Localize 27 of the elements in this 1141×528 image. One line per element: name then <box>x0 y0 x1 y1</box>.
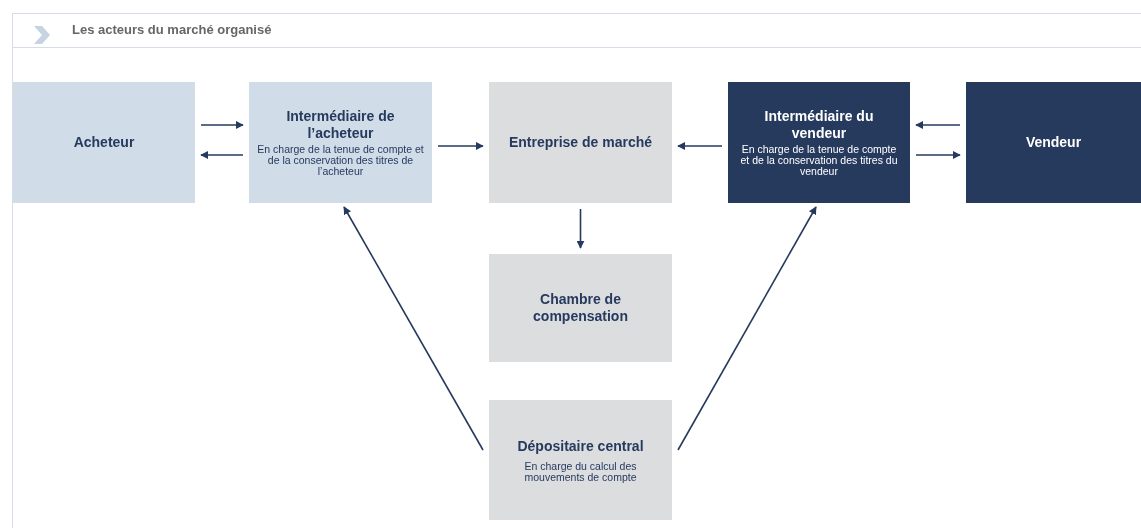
actor-description: En charge de la tenue de compte et de la conservation des titres du vendeur <box>739 144 899 177</box>
arrow <box>677 206 817 451</box>
actor-name: Acheteur <box>73 134 135 151</box>
actor-name: Entreprise de marché <box>508 134 653 151</box>
actor-name: Chambre de compensation <box>532 291 629 325</box>
actor-name: Intermédiaire de l’acheteur <box>285 108 396 142</box>
actor-name: Intermédiaire du vendeur <box>763 108 875 142</box>
actor-box <box>728 82 910 203</box>
arrow <box>437 142 484 150</box>
actor-box <box>249 82 432 203</box>
actor-description: En charge de la tenue de compte et de la conservation des titres de l’acheteur <box>257 144 424 177</box>
arrow <box>576 208 585 249</box>
actor-description: En charge du calcul des mouvements de compte <box>523 460 638 483</box>
arrow <box>200 151 244 159</box>
title: Les acteurs du marché organisé <box>72 22 272 37</box>
actor-box <box>489 400 672 520</box>
actor-name: Dépositaire central <box>517 437 644 455</box>
arrow <box>677 142 723 150</box>
actor-box <box>966 82 1141 203</box>
arrow <box>200 121 244 129</box>
actor-box <box>489 254 672 362</box>
arrow <box>915 121 961 129</box>
actor-box <box>13 82 195 203</box>
arrow <box>915 151 961 159</box>
actor-box <box>489 82 672 203</box>
actor-name: Vendeur <box>1025 134 1082 151</box>
arrow <box>343 206 484 451</box>
